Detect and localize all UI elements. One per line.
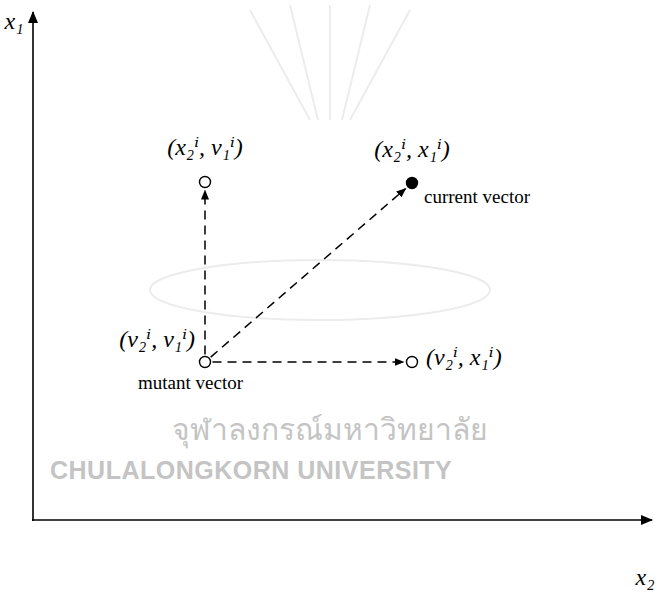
axis-label: x₂: [636, 564, 655, 592]
point-marker: [405, 176, 419, 190]
dashed-arrow: [213, 361, 404, 363]
seal-watermark: [150, 5, 490, 320]
dashed-arrow: [211, 189, 406, 358]
watermark: จุฬาลงกรณ์มหาวิทยาลัย: [172, 413, 488, 448]
point-coordinates: (v₂ⁱ, x₁ⁱ): [426, 344, 502, 372]
point-circle: [407, 178, 418, 189]
point-marker: [198, 175, 212, 189]
vector-point: (x₂ⁱ, x₁ⁱ)current vector: [405, 176, 419, 190]
axis-label: x₁: [5, 8, 24, 36]
seal-ray: [329, 5, 331, 120]
point-caption: mutant vector: [138, 372, 243, 394]
vector-point: (x₂ⁱ, v₁ⁱ): [198, 175, 212, 189]
seal-ray: [250, 10, 310, 120]
vector-point: (v₂ⁱ, v₁ⁱ)mutant vector: [198, 355, 212, 369]
watermark: CHULALONGKORN UNIVERSITY: [50, 456, 452, 485]
point-circle: [200, 357, 211, 368]
seal-ray: [350, 10, 410, 120]
horizontal-axis: [32, 519, 652, 521]
vertical-axis: [32, 12, 34, 521]
seal-base: [150, 260, 490, 320]
seal-ray: [342, 5, 370, 120]
point-coordinates: (x₂ⁱ, v₁ⁱ): [167, 134, 243, 162]
point-caption: current vector: [424, 186, 530, 208]
point-marker: [405, 355, 419, 369]
vector-point: (v₂ⁱ, x₁ⁱ): [405, 355, 419, 369]
point-marker: [198, 355, 212, 369]
seal-ray: [290, 5, 318, 120]
point-coordinates: (v₂ⁱ, v₁ⁱ): [119, 326, 195, 354]
dashed-arrow: [204, 191, 206, 355]
point-circle: [200, 177, 211, 188]
point-coordinates: (x₂ⁱ, x₁ⁱ): [374, 136, 450, 164]
point-circle: [407, 357, 418, 368]
